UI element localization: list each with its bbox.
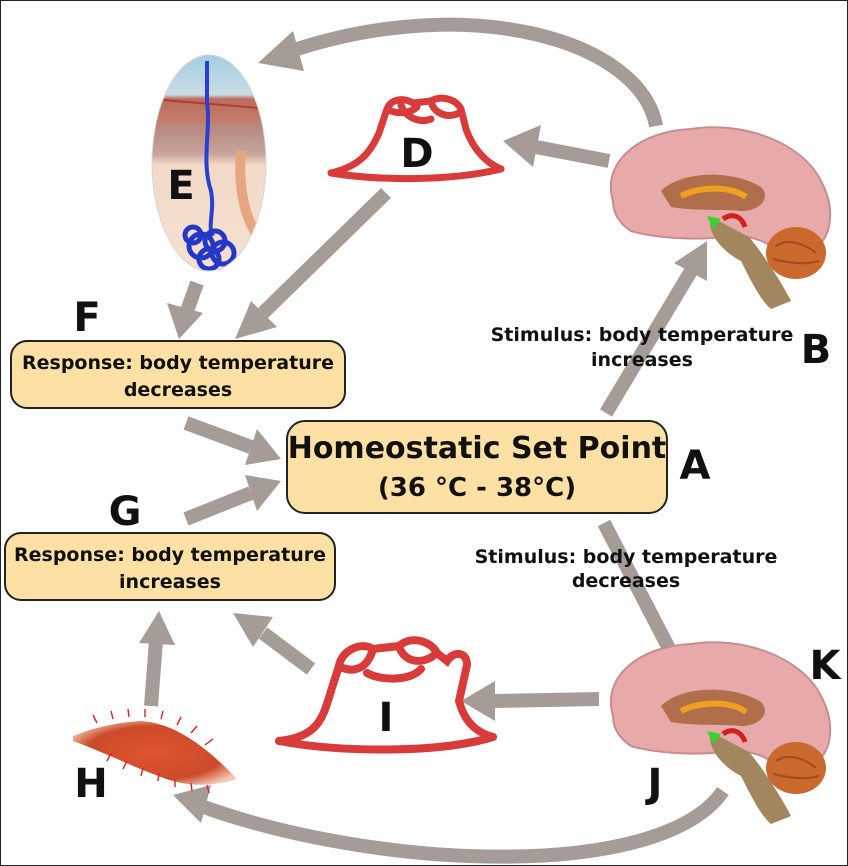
arrow-vessel-d-to-response [258,187,391,319]
label-f: F [73,295,100,341]
arrowhead [235,301,277,339]
label-j: J [645,761,663,807]
setpoint-box: Homeostatic Set Point (36 °C - 38°C) [286,420,668,514]
arrow-response-dec-to-setpoint [183,416,254,454]
response-decrease-box: Response: body temperature decreases [10,340,346,409]
arrow-brain-to-vessel-d [534,140,611,168]
arrow-response-inc-to-setpoint [183,486,254,526]
arrowhead [258,31,304,71]
response-increase-line2: increases [119,571,221,593]
label-d: D [400,131,433,177]
arrow-sweat-gland-to-response [180,280,204,314]
stimulus-decrease-line1: Stimulus: body temperature [475,546,778,568]
label-g: G [109,489,142,535]
stimulus-increase-line2: increases [591,349,693,371]
arrowhead [245,429,281,465]
label-k: K [810,643,843,689]
label-e: E [167,163,194,209]
arrows [139,17,729,864]
muscle-illustration [73,708,237,794]
stimulus-increase-line1: Stimulus: body temperature [491,324,794,346]
arrow-vessel-i-to-response [258,627,316,675]
setpoint-title: Homeostatic Set Point [288,431,667,466]
arrowhead [245,475,281,511]
arrow-brain-to-sweat-gland [288,17,663,128]
arrow-brain-to-vessel-i [492,692,600,708]
response-decrease-line1: Response: body temperature [22,352,334,374]
arrowhead [233,613,273,647]
setpoint-range: (36 °C - 38°C) [378,473,576,503]
label-b: B [801,327,832,373]
response-decrease-line2: decreases [124,379,232,401]
stimulus-decrease-line2: decreases [572,570,680,592]
arrow-muscle-to-response [144,640,163,707]
arrow-setpoint-to-brain-b [599,267,698,417]
blood-vessel-d-illustration [327,94,505,183]
arrow-brain-to-muscle [198,786,729,864]
blood-vessel-i-illustration [275,636,497,754]
brain-b-illustration [610,126,832,309]
arrowhead [674,241,707,281]
arrowhead [167,303,203,339]
arrowhead [173,785,211,823]
label-i: I [379,695,394,741]
brain-j-illustration [610,641,832,824]
response-increase-box: Response: body temperature increases [4,532,336,601]
arrowhead [503,125,541,167]
arrowhead [461,681,495,721]
label-a: A [680,443,711,489]
arrowhead [139,611,175,645]
label-h: H [74,761,107,807]
response-increase-line1: Response: body temperature [14,544,326,566]
